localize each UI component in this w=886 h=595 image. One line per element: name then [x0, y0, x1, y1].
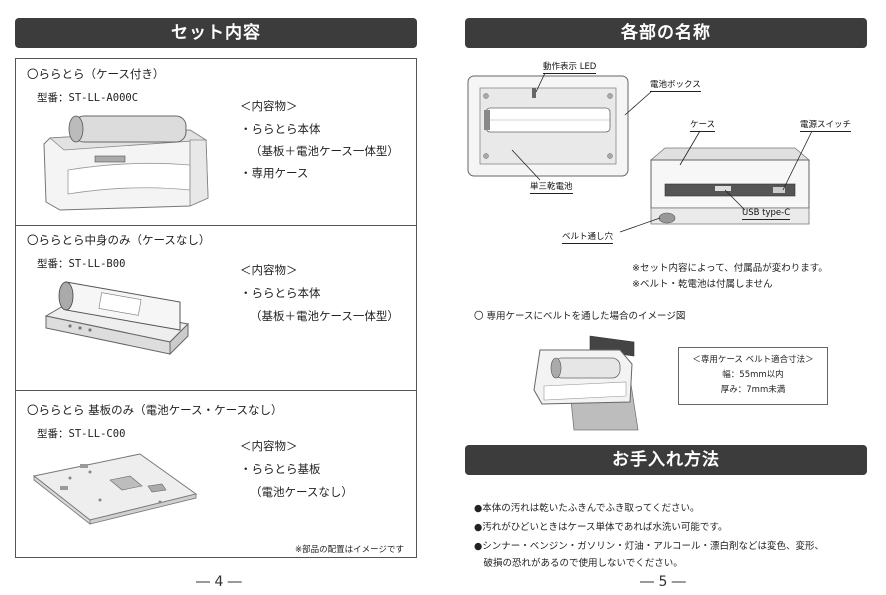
set-3-content-1: ・ららとら基板	[240, 462, 321, 476]
label-usb: USB type-C	[742, 208, 791, 220]
set-1-content-1: ・ららとら本体	[240, 122, 321, 136]
set-1-content-2: （基板＋電池ケース一体型）	[250, 144, 399, 158]
set-1-content-3: ・専用ケース	[240, 166, 309, 180]
belt-spec-thickness: 厚み：7mm未満	[720, 385, 786, 395]
label-battery: 単三乾電池	[530, 182, 573, 194]
set-divider-1	[15, 225, 417, 226]
care-banner: お手入れ方法	[465, 445, 867, 475]
set-1-title: 〇ららとら（ケース付き）	[27, 67, 165, 81]
care-item-2: ●汚れがひどいときはケース単体であれば水洗い可能です。	[474, 522, 728, 533]
set-contents-banner: セット内容	[15, 18, 417, 48]
belt-image-caption: 〇 専用ケースにベルトを通した場合のイメージ図	[474, 311, 686, 322]
device-side-illustration	[649, 147, 811, 225]
label-led: 動作表示 LED	[543, 62, 597, 74]
device-without-case-illustration	[44, 281, 190, 356]
label-belt-hole: ベルト通し穴	[562, 232, 614, 244]
parts-names-banner: 各部の名称	[465, 18, 867, 48]
page-number-right: ― 5 ―	[640, 574, 686, 590]
set-3-title: 〇ららとら 基板のみ（電池ケース・ケースなし）	[27, 403, 283, 417]
accessory-note-1: ※セット内容によって、付属品が変わります。	[632, 263, 828, 274]
belt-spec-title: ＜専用ケース ベルト適合寸法＞	[692, 355, 814, 365]
device-with-case-illustration	[43, 115, 209, 211]
set-2-model: 型番：ST-LL-B00	[37, 258, 126, 270]
belt-through-case-illustration	[533, 335, 639, 431]
set-1-model: 型番：ST-LL-A000C	[37, 92, 139, 104]
set-divider-2	[15, 390, 417, 391]
set-1-contents-heading: ＜内容物＞	[240, 99, 298, 113]
care-item-3: ●シンナー・ベンジン・ガソリン・灯油・アルコール・漂白剤などは変色、変形、	[474, 541, 825, 552]
set-2-contents-heading: ＜内容物＞	[240, 263, 298, 277]
set-2-content-2: （基板＋電池ケース一体型）	[250, 309, 399, 323]
label-battery-box: 電池ボックス	[650, 80, 701, 92]
set-3-contents-heading: ＜内容物＞	[240, 439, 298, 453]
circuit-board-illustration	[32, 453, 198, 525]
care-item-4: 破損の恐れがあるので使用しないでください。	[474, 558, 683, 569]
accessory-note-2: ※ベルト・乾電池は付属しません	[632, 279, 773, 290]
label-case: ケース	[690, 120, 716, 132]
belt-spec-width: 幅：55mm以内	[722, 370, 784, 380]
belt-spec-box: ＜専用ケース ベルト適合寸法＞ 幅：55mm以内 厚み：7mm未満	[678, 347, 828, 405]
set-2-content-1: ・ららとら本体	[240, 286, 321, 300]
parts-layout-footnote: ※部品の配置はイメージです	[295, 545, 404, 555]
label-power-switch: 電源スイッチ	[800, 120, 852, 132]
set-2-title: 〇ららとら中身のみ（ケースなし）	[27, 233, 211, 247]
set-3-model: 型番：ST-LL-C00	[37, 428, 126, 440]
care-item-1: ●本体の汚れは乾いたふきんでふき取ってください。	[474, 503, 700, 514]
page-number-left: ― 4 ―	[196, 574, 242, 590]
set-3-content-2: （電池ケースなし）	[250, 485, 353, 499]
device-front-illustration	[467, 75, 629, 177]
